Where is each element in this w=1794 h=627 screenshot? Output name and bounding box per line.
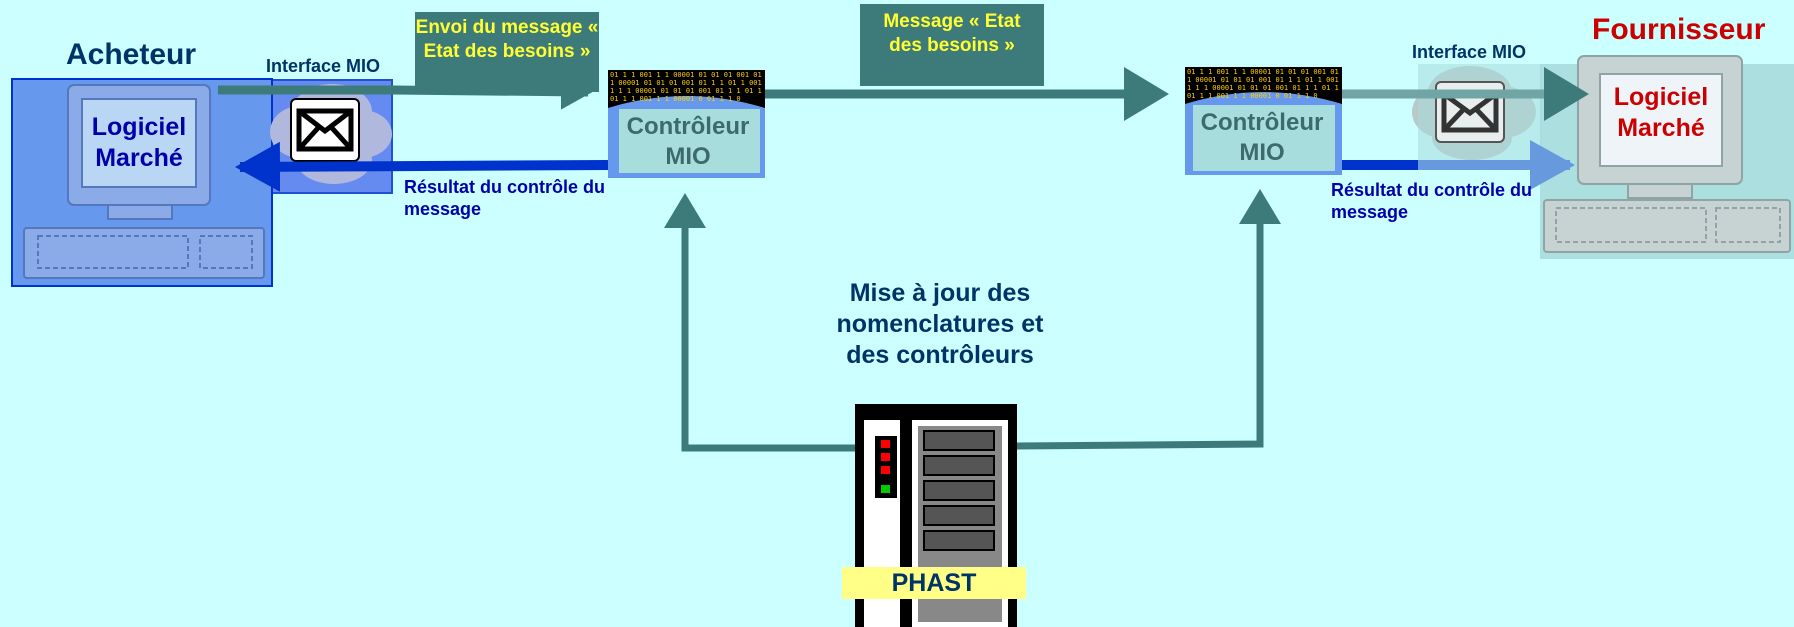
result-label-left: Résultat du contrôle du message: [404, 177, 606, 219]
left-controller-label: Contrôleur MIO: [626, 113, 750, 170]
buyer-software-label: Logiciel Marché: [91, 113, 187, 172]
result-label-right: Résultat du contrôle du message: [1331, 180, 1533, 222]
right-controller-box: [1185, 67, 1342, 175]
buyer-computer-icon: [11, 78, 273, 287]
supplier-mio-interface-icon: [1412, 64, 1542, 164]
phast-label: PHAST: [842, 567, 1026, 599]
update-left-controller-arrow: [664, 193, 855, 452]
buyer-title: Acheteur: [66, 38, 197, 71]
supplier-title: Fournisseur: [1592, 13, 1766, 46]
right-controller-label: Contrôleur MIO: [1200, 109, 1324, 166]
right-controller-binary: 01 1 1 001 1 1 00001 01 01 01 001 01 1 0…: [1187, 68, 1339, 100]
supplier-software-label: Logiciel Marché: [1613, 83, 1709, 142]
send-message-box: Envoi du message « Etat des besoins »: [415, 12, 599, 92]
buyer-mio-interface-icon: [270, 79, 393, 194]
update-label: Mise à jour des nomenclatures et des con…: [836, 279, 1044, 369]
left-controller-binary: 01 1 1 001 1 1 00001 01 01 01 001 01 1 0…: [610, 71, 762, 103]
supplier-interface-label: Interface MIO: [1412, 42, 1527, 62]
buyer-interface-label: Interface MIO: [266, 56, 381, 76]
result-to-buyer-arrow: [235, 141, 609, 192]
left-controller-box: [608, 70, 765, 178]
update-right-controller-arrow: [1014, 189, 1281, 450]
message-box: Message « Etat des besoins »: [860, 4, 1044, 86]
